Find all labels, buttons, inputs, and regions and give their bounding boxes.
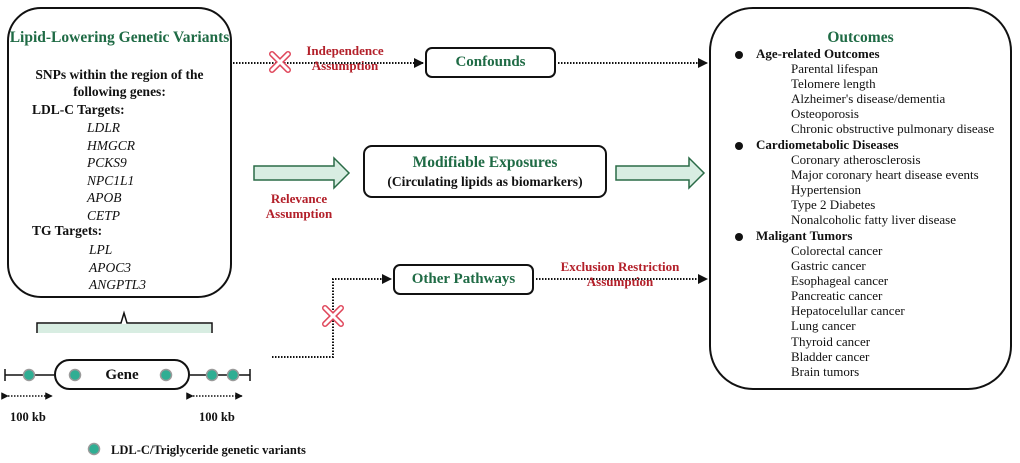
- pathways-label: Other Pathways: [411, 271, 516, 287]
- independence-assumption-label: Independence Assumption: [300, 43, 390, 73]
- gene-name: APOC3: [89, 259, 131, 275]
- gene-label: Gene: [105, 367, 139, 383]
- annot-line: Assumption: [265, 206, 333, 221]
- gene-name: HMGCR: [87, 137, 135, 153]
- gene-name: PCKS9: [87, 155, 127, 171]
- gene-name: CETP: [87, 207, 121, 223]
- outcome-item: Colorectal cancer: [791, 243, 883, 258]
- gene-name: ANGPTL3: [89, 277, 147, 293]
- gene-name: NPC1L1: [87, 172, 135, 188]
- ldl-targets-label: LDL-C Targets:: [32, 102, 125, 117]
- left-distance-label: 100 kb: [10, 410, 46, 424]
- variant-dot: [159, 368, 173, 382]
- brace-fill: [38, 324, 211, 333]
- relevance-arrow: [253, 156, 351, 190]
- annot-line: Relevance: [270, 191, 328, 206]
- right-distance-label: 100 kb: [199, 410, 235, 424]
- other-pathways-box: Other Pathways: [393, 264, 534, 295]
- outcome-item: Bladder cancer: [791, 348, 870, 364]
- legend-variant-dot: [87, 442, 101, 456]
- bullet-icon: [735, 142, 743, 150]
- ldl-gene-list: LDLR HMGCR PCKS9 NPC1L1 APOB CETP: [87, 119, 135, 225]
- outcome-item: Esophageal cancer: [791, 273, 889, 289]
- annot-line: Independence: [306, 43, 384, 58]
- outcome-item: Nonalcoholic fatty liver disease: [791, 212, 956, 228]
- outcome-item: Type 2 Diabetes: [791, 197, 876, 213]
- outcome-item: Major coronary heart disease events: [791, 167, 979, 183]
- outcome-item: Thyroid cancer: [791, 333, 871, 349]
- outcome-item: Hypertension: [791, 182, 862, 198]
- confounds-box: Confounds: [425, 47, 556, 78]
- bullet-icon: [735, 51, 743, 59]
- variant-dot: [22, 368, 36, 382]
- gene-region-brace: [36, 310, 213, 333]
- gene-name: APOB: [87, 190, 122, 206]
- outcome-item: Telomere length: [791, 76, 876, 92]
- outcomes-title: Outcomes: [827, 29, 894, 46]
- outcome-item: Alzheimer's disease/dementia: [791, 91, 946, 107]
- outcome-item: Hepatocelullar cancer: [791, 303, 905, 319]
- variant-dot: [226, 368, 240, 382]
- exclusion-violation-cross-icon: [322, 305, 344, 327]
- exposure-to-outcome-arrow: [615, 156, 706, 190]
- tg-targets-label: TG Targets:: [32, 223, 103, 238]
- outcome-item: Coronary atherosclerosis: [791, 152, 921, 167]
- tg-gene-list: LPL APOC3 ANGPTL3: [89, 241, 146, 294]
- outcome-item: Lung cancer: [791, 318, 856, 334]
- outcomes-box: Outcomes Age-related Outcomes Parental l…: [709, 7, 1012, 390]
- outcome-item: Parental lifespan: [791, 61, 878, 76]
- category-items: Coronary atherosclerosis Major coronary …: [791, 152, 979, 227]
- annot-line: Assumption: [311, 58, 379, 73]
- variants-title: Lipid-Lowering Genetic Variants: [9, 29, 230, 46]
- variant-dot: [68, 368, 82, 382]
- modifiable-exposures-box: Modifiable Exposures (Circulating lipids…: [363, 145, 607, 198]
- confounds-label: Confounds: [455, 54, 526, 70]
- variant-dot: [205, 368, 219, 382]
- category-items: Parental lifespan Telomere length Alzhei…: [791, 61, 994, 136]
- outcome-item: Brain tumors: [791, 363, 860, 379]
- variants-subtitle: SNPs within the region of the following …: [35, 67, 204, 99]
- gene-name: LPL: [89, 242, 113, 257]
- category-label: Cardiometabolic Diseases: [756, 137, 899, 152]
- category-label: Maligant Tumors: [756, 228, 853, 243]
- legend-label: LDL-C/Triglyceride genetic variants: [111, 443, 306, 457]
- independence-violation-cross-icon: [269, 51, 291, 73]
- gene-name: LDLR: [87, 120, 121, 135]
- category-label: Age-related Outcomes: [756, 46, 880, 61]
- exposures-subtitle: (Circulating lipids as biomarkers): [387, 174, 583, 189]
- annot-line: Assumption: [586, 274, 654, 289]
- bullet-icon: [735, 233, 743, 241]
- outcome-item: Gastric cancer: [791, 258, 866, 274]
- annot-line: Exclusion Restriction: [560, 259, 680, 274]
- outcome-item: Osteoporosis: [791, 106, 859, 122]
- relevance-assumption-label: Relevance Assumption: [254, 191, 344, 221]
- exposures-title: Modifiable Exposures: [412, 154, 558, 171]
- category-items: Colorectal cancer Gastric cancer Esophag…: [791, 243, 905, 379]
- genetic-variants-box: Lipid-Lowering Genetic Variants SNPs wit…: [7, 7, 232, 298]
- outcome-item: Chronic obstructive pulmonary disease: [791, 121, 995, 137]
- outcome-item: Pancreatic cancer: [791, 288, 883, 304]
- exclusion-assumption-label: Exclusion Restriction Assumption: [550, 259, 690, 289]
